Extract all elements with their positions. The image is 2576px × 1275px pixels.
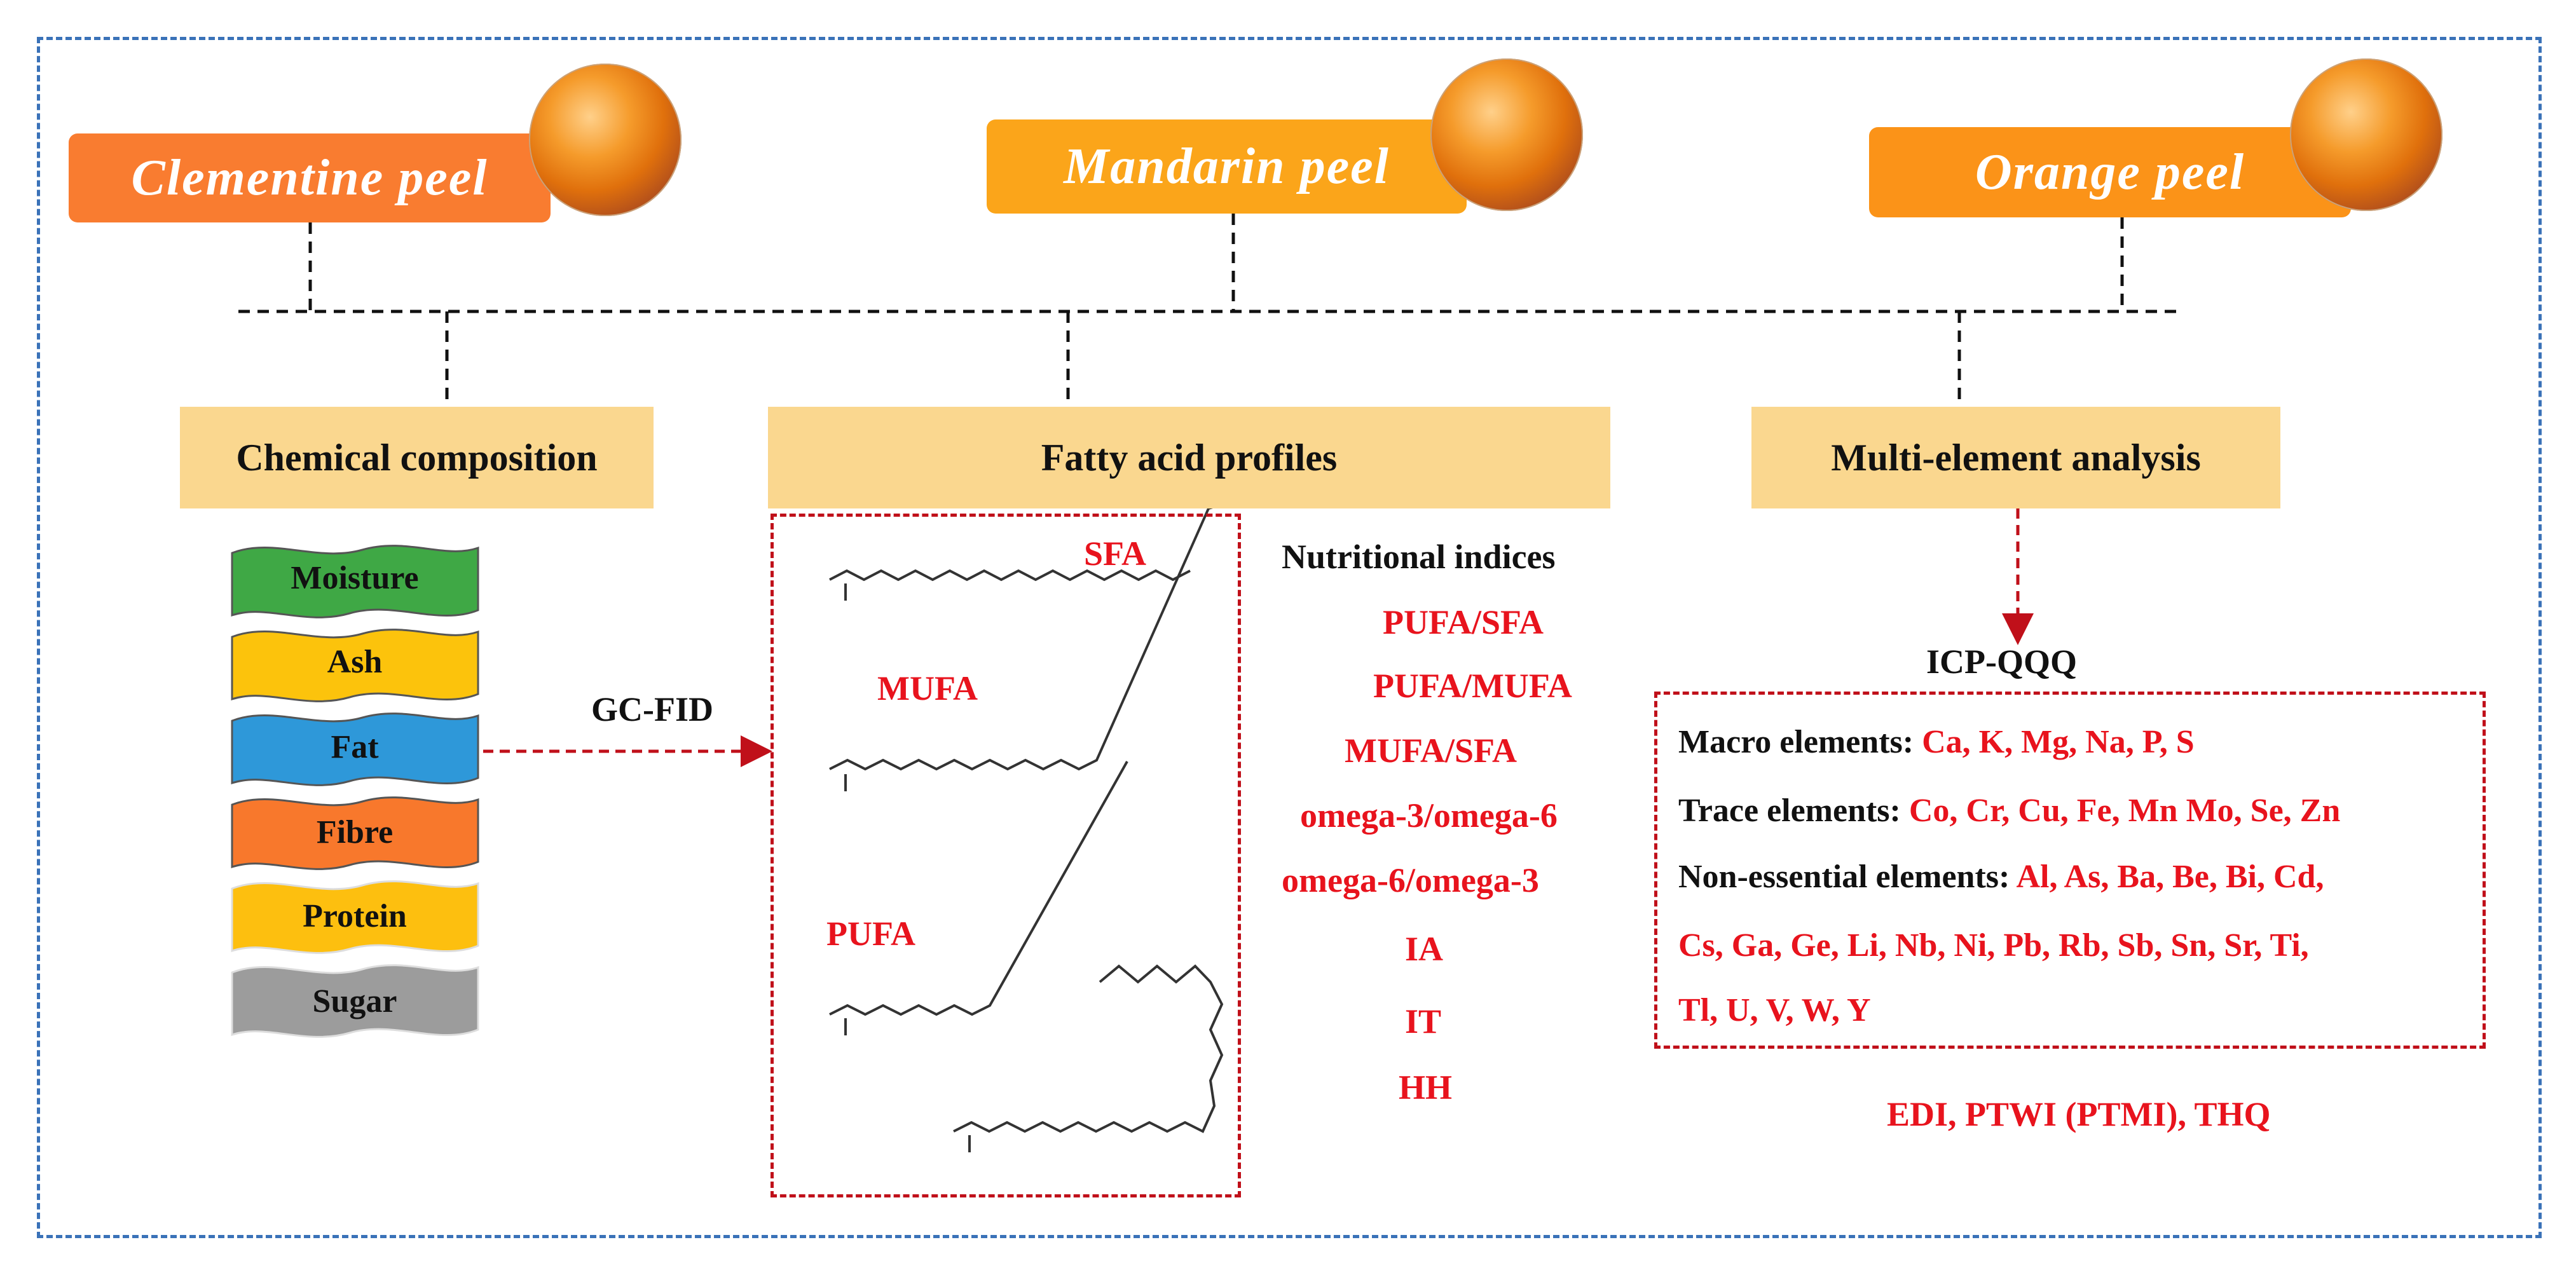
mandarin-peel-photo [1430,58,1583,211]
macro-elements-label: Macro elements: [1678,724,1914,760]
sfa-label: SFA [1084,535,1147,573]
mufa-molecule [829,501,1231,771]
orange-peel-label: Orange peel [1869,127,2351,217]
macro-elements-values: Ca, K, Mg, Na, P, S [1922,724,2195,760]
index-it: IT [1405,1002,1442,1040]
ribbon-fibre [231,796,479,870]
index-pufa-mufa: PUFA/MUFA [1373,667,1572,705]
ribbon-fat [231,712,479,786]
index-mufa-sfa: MUFA/SFA [1345,732,1517,770]
composition-protein-label: Protein [303,898,407,934]
trace-elements-line: Trace elements: Co, Cr, Cu, Fe, Mn Mo, S… [1678,792,2340,829]
risk-indices-label: EDI, PTWI (PTMI), THQ [1887,1095,2271,1133]
index-ia: IA [1405,930,1444,968]
composition-fat-label: Fat [331,729,379,765]
nonessential-elements-values-2: Cs, Ga, Ge, Li, Nb, Ni, Pb, Rb, Sb, Sn, … [1678,927,2309,964]
clementine-peel-photo [529,64,682,216]
trace-elements-values: Co, Cr, Cu, Fe, Mn Mo, Se, Zn [1908,793,2341,829]
index-pufa-sfa: PUFA/SFA [1383,603,1544,641]
fatty-acid-structures-panel [771,514,1241,1197]
ribbon-ash [231,629,479,702]
composition-ash-label: Ash [327,644,383,680]
icp-qqq-label: ICP-QQQ [1926,643,2077,681]
mufa-label: MUFA [877,669,978,707]
nonessential-elements-line: Non-essential elements: Al, As, Ba, Be, … [1678,858,2324,896]
elements-panel [1654,692,2486,1049]
chemical-composition-box: Chemical composition [180,407,654,508]
trace-elements-label: Trace elements: [1678,793,1901,829]
index-omega3-omega6: omega-3/omega-6 [1300,796,1558,835]
nonessential-elements-values-1: Al, As, Ba, Be, Bi, Cd, [2016,859,2324,895]
clementine-peel-label: Clementine peel [69,133,551,222]
pufa-label: PUFA [826,915,915,953]
ribbon-protein [231,880,479,954]
sfa-molecule [829,569,1191,582]
index-omega6-omega3: omega-6/omega-3 [1282,861,1539,899]
orange-peel-photo [2290,58,2442,211]
mandarin-peel-label: Mandarin peel [987,119,1467,214]
composition-moisture-label: Moisture [291,560,419,596]
nonessential-elements-values-3: Tl, U, V, W, Y [1678,992,1871,1028]
macro-elements-line: Macro elements: Ca, K, Mg, Na, P, S [1678,723,2195,761]
composition-ribbons [231,545,479,1038]
molecule-drawings [829,501,1231,1152]
fatty-acid-profiles-box: Fatty acid profiles [768,407,1610,508]
nutritional-indices-title: Nutritional indices [1282,538,1556,576]
composition-fibre-label: Fibre [316,814,394,850]
ribbon-moisture [231,545,479,618]
composition-sugar-label: Sugar [312,983,397,1019]
nonessential-elements-label: Non-essential elements: [1678,859,2010,895]
gc-fid-label: GC-FID [591,690,713,728]
multi-element-analysis-box: Multi-element analysis [1751,407,2280,508]
index-hh: HH [1399,1068,1453,1107]
pufa-molecule-2 [953,964,1224,1133]
outer-frame [37,37,2542,1238]
ribbon-sugar [231,964,479,1038]
pufa-molecule-1 [829,761,1128,1016]
